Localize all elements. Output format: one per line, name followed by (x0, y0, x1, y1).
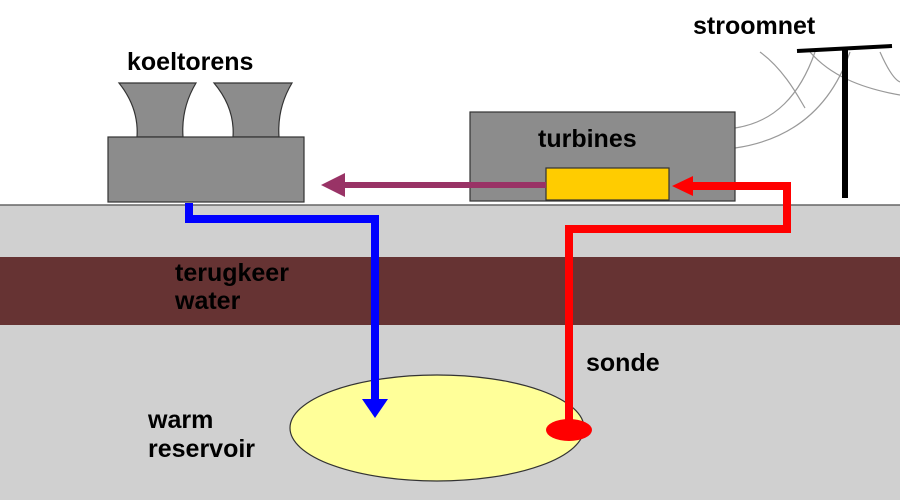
cold-water-pipe (185, 203, 388, 418)
rock-layer (0, 257, 900, 325)
label-probe: sonde (586, 349, 660, 377)
power-pole (796, 44, 893, 198)
cooling-towers (107, 82, 305, 203)
label-reservoir-line2: reservoir (148, 435, 256, 463)
warm-reservoir (289, 374, 585, 482)
hot-water-pipe (546, 176, 791, 441)
label-power-grid: stroomnet (693, 12, 816, 40)
label-turbines: turbines (538, 125, 637, 153)
generator-box (545, 167, 670, 201)
label-return-water-line2: water (175, 287, 241, 315)
cooling-building (107, 136, 305, 203)
probe-tip (546, 419, 592, 441)
label-return-water-line1: terugkeer (175, 259, 289, 287)
label-reservoir-line1: warm (148, 406, 214, 434)
label-cooling-towers: koeltorens (127, 48, 254, 76)
